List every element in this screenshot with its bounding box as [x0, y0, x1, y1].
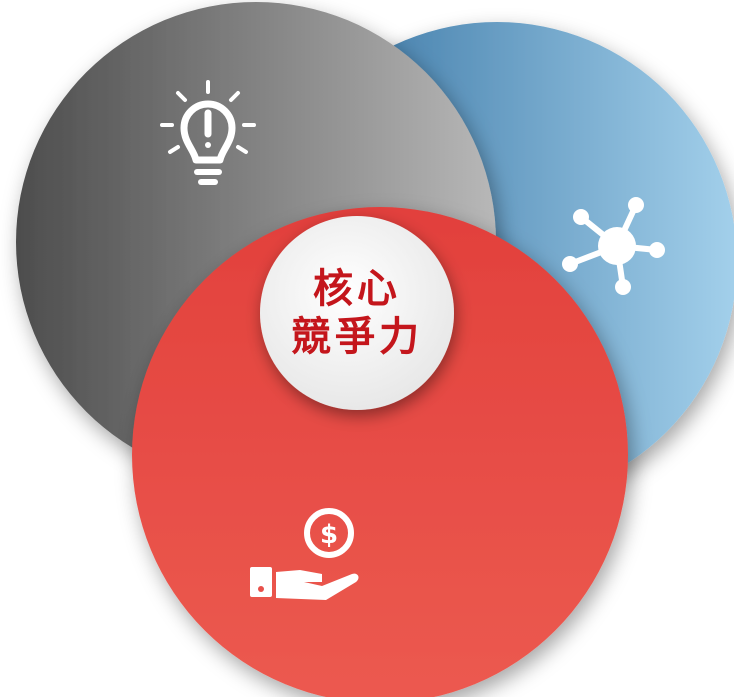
- core-circle: [260, 216, 454, 410]
- svg-text:$: $: [320, 520, 338, 550]
- lightbulb-idea-icon: [160, 80, 256, 185]
- network-hub-icon: [562, 197, 665, 295]
- money-in-hand-icon: $: [250, 508, 359, 600]
